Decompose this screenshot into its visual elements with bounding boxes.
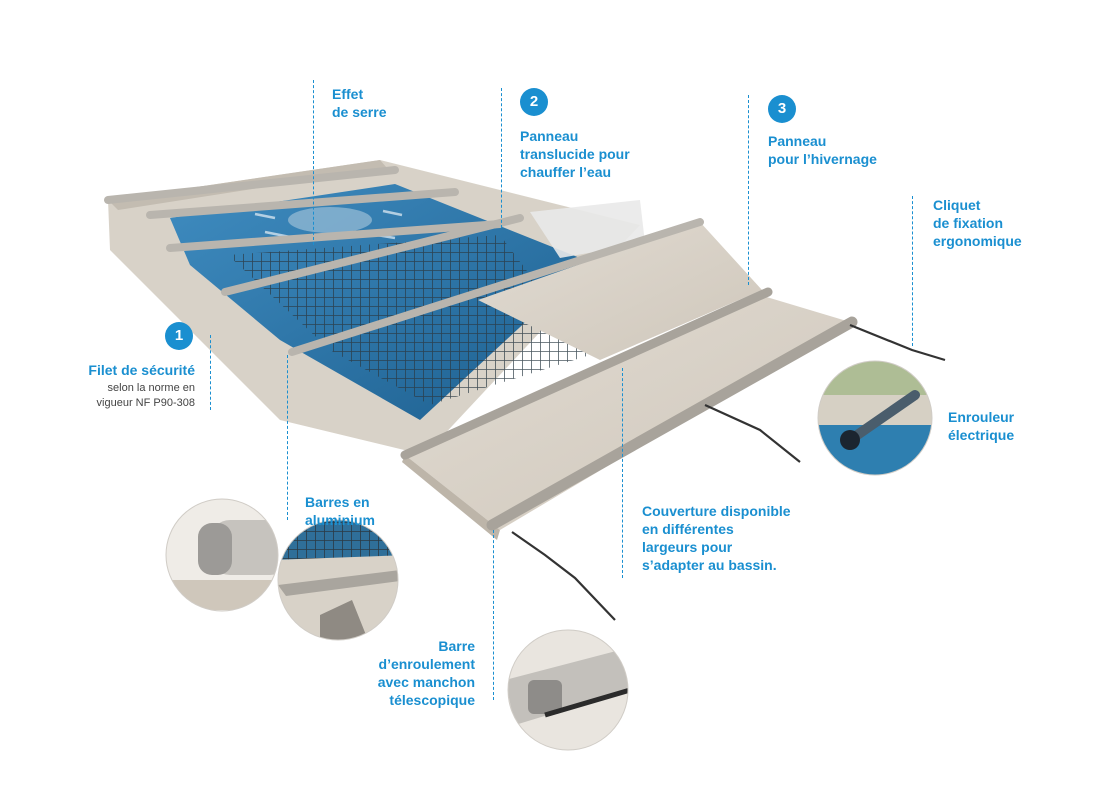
fixing-straps [511,323,946,621]
label-filet-title: Filet de sécurité [88,362,195,378]
detail-electric-motor [817,360,933,476]
label-panneau-translucide: Panneau translucide pour chauffer l’eau [520,128,630,180]
detail-roller-tube [507,629,629,751]
pool-drain-pattern [288,207,372,233]
leader-panneau-hivernage [748,95,749,285]
leader-cliquet [912,196,913,346]
detail-endcap [165,498,279,612]
badge-3: 3 [768,95,796,123]
label-panneau-hivernage: Panneau pour l’hivernage [768,133,877,167]
label-enrouleur: Enrouleur électrique [948,409,1015,443]
leader-panneau-translucide [501,88,502,228]
winter-panel [478,222,762,360]
label-cliquet: Cliquet de fixation ergonomique [933,197,1022,249]
leader-couverture [622,368,623,578]
detail-bar-over-net [277,519,399,641]
label-barre-enroulement: Barre d’enroulement avec manchon télesco… [377,638,475,708]
label-effet-serre: Effet de serre [332,86,387,120]
aluminium-bars [104,166,858,531]
leader-barre-enroulement [493,530,494,700]
badge-1: 1 [165,322,193,350]
badge-2: 2 [520,88,548,116]
label-barres-alu: Barres en aluminium [305,494,376,528]
label-filet-sub: selon la norme en vigueur NF P90-308 [96,382,195,409]
translucent-panel [530,200,645,258]
label-couverture: Couverture disponible en différentes lar… [642,503,791,573]
leader-barres-alu [287,355,288,520]
leader-effet-serre [313,80,314,245]
safety-net [228,235,590,405]
main-cover [405,295,850,530]
leader-filet [210,335,211,410]
